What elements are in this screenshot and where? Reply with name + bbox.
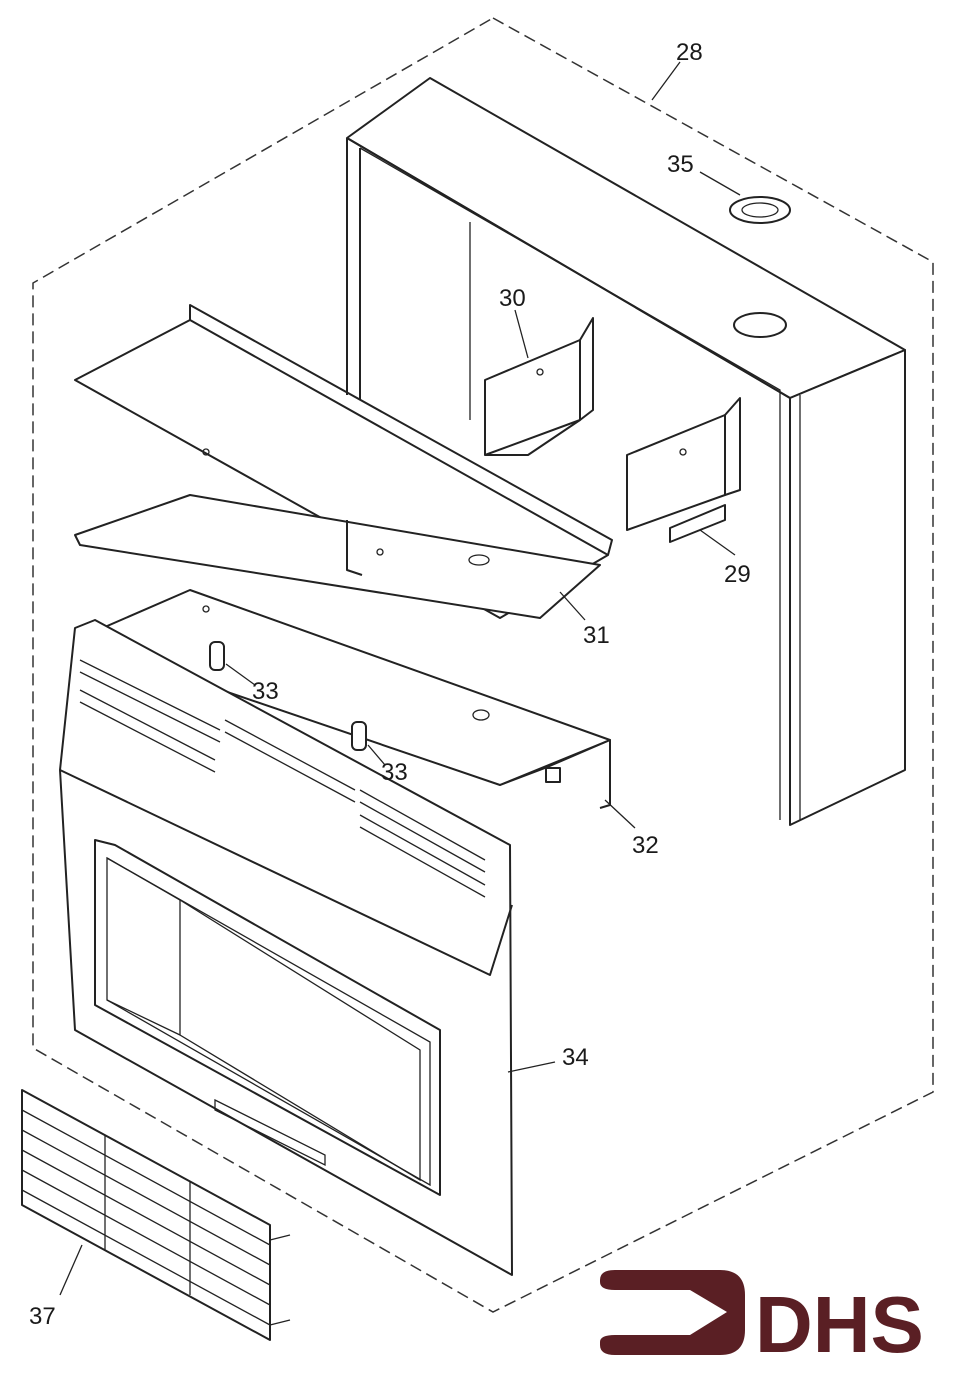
callout-37: 37 [29, 1303, 56, 1330]
callout-30: 30 [499, 285, 526, 312]
part-30-bracket [484, 317, 594, 456]
callout-35: 35 [667, 151, 694, 178]
part-29-bracket [626, 397, 741, 543]
callout-29: 29 [724, 561, 751, 588]
callout-28: 28 [676, 39, 703, 66]
leader-lines [59, 61, 741, 1296]
dhs-logo: DHS [600, 1270, 924, 1369]
part-37-grille [21, 1089, 291, 1341]
part-34-front-panel [59, 619, 513, 1276]
callout-34: 34 [562, 1044, 589, 1071]
callout-32: 32 [632, 832, 659, 859]
part-31-baffle [74, 304, 613, 619]
assembly-boundary [32, 17, 934, 1313]
logo-text: DHS [755, 1280, 924, 1369]
part-28-outer-casing [346, 77, 906, 826]
flue-hole [733, 312, 787, 338]
callout-33: 33 [252, 678, 279, 705]
part-33-spacer [209, 641, 367, 751]
vent-slots [79, 659, 486, 898]
callout-31: 31 [583, 622, 610, 649]
callout-33: 33 [381, 759, 408, 786]
part-35-flue-collar [729, 196, 791, 224]
